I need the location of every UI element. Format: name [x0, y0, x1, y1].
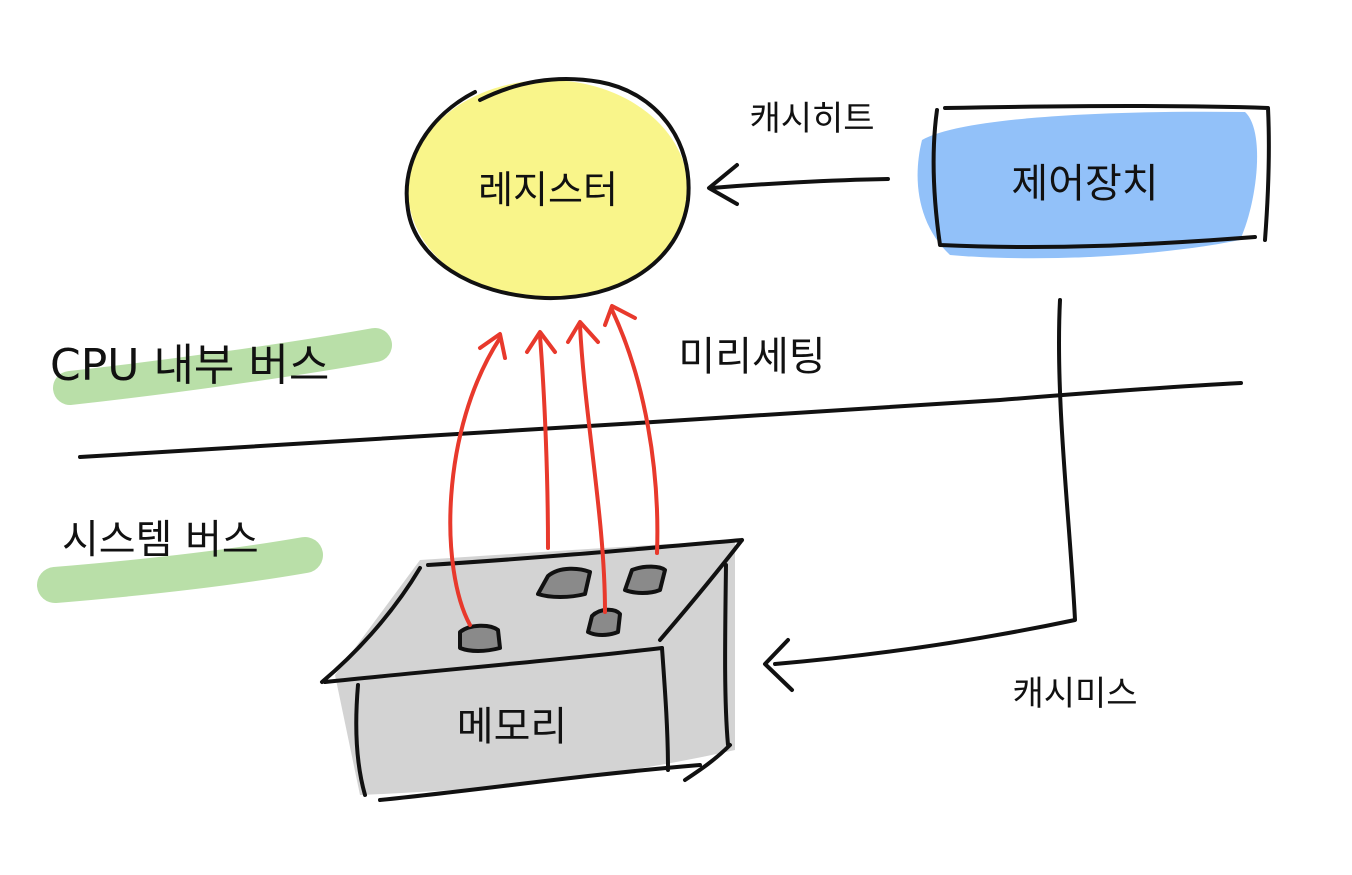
- memory-cell: [625, 567, 665, 593]
- prefetch-arrowhead: [480, 334, 505, 358]
- register-node: 레지스터: [407, 79, 689, 300]
- prefetch-arrowhead: [605, 306, 635, 325]
- memory-node: 메모리: [322, 540, 742, 800]
- cache-miss-label: 캐시미스: [1012, 674, 1137, 714]
- memory-fill: [335, 540, 735, 795]
- prefetch-arrow: [540, 336, 548, 548]
- cpu-internal-bus-label-group: CPU 내부 버스: [50, 340, 375, 391]
- prefetch-arrowhead: [568, 322, 598, 342]
- system-bus-label-group: 시스템 버스: [55, 517, 305, 585]
- register-label: 레지스터: [478, 168, 618, 212]
- cpu-internal-bus-label: CPU 내부 버스: [50, 340, 329, 391]
- cache-hit-line: [712, 179, 888, 188]
- control-unit-node: 제어장치: [918, 106, 1269, 258]
- cache-hit-label: 캐시히트: [749, 99, 874, 139]
- prefetch-arrow: [612, 310, 657, 553]
- control-unit-label: 제어장치: [1011, 161, 1158, 207]
- memory-cell: [460, 626, 500, 651]
- cache-hit-arrow: 캐시히트: [709, 99, 888, 204]
- prefetch-label: 미리세팅: [678, 334, 825, 380]
- bus-line: [80, 383, 1241, 457]
- memory-label: 메모리: [457, 704, 567, 750]
- system-bus-label: 시스템 버스: [62, 517, 259, 563]
